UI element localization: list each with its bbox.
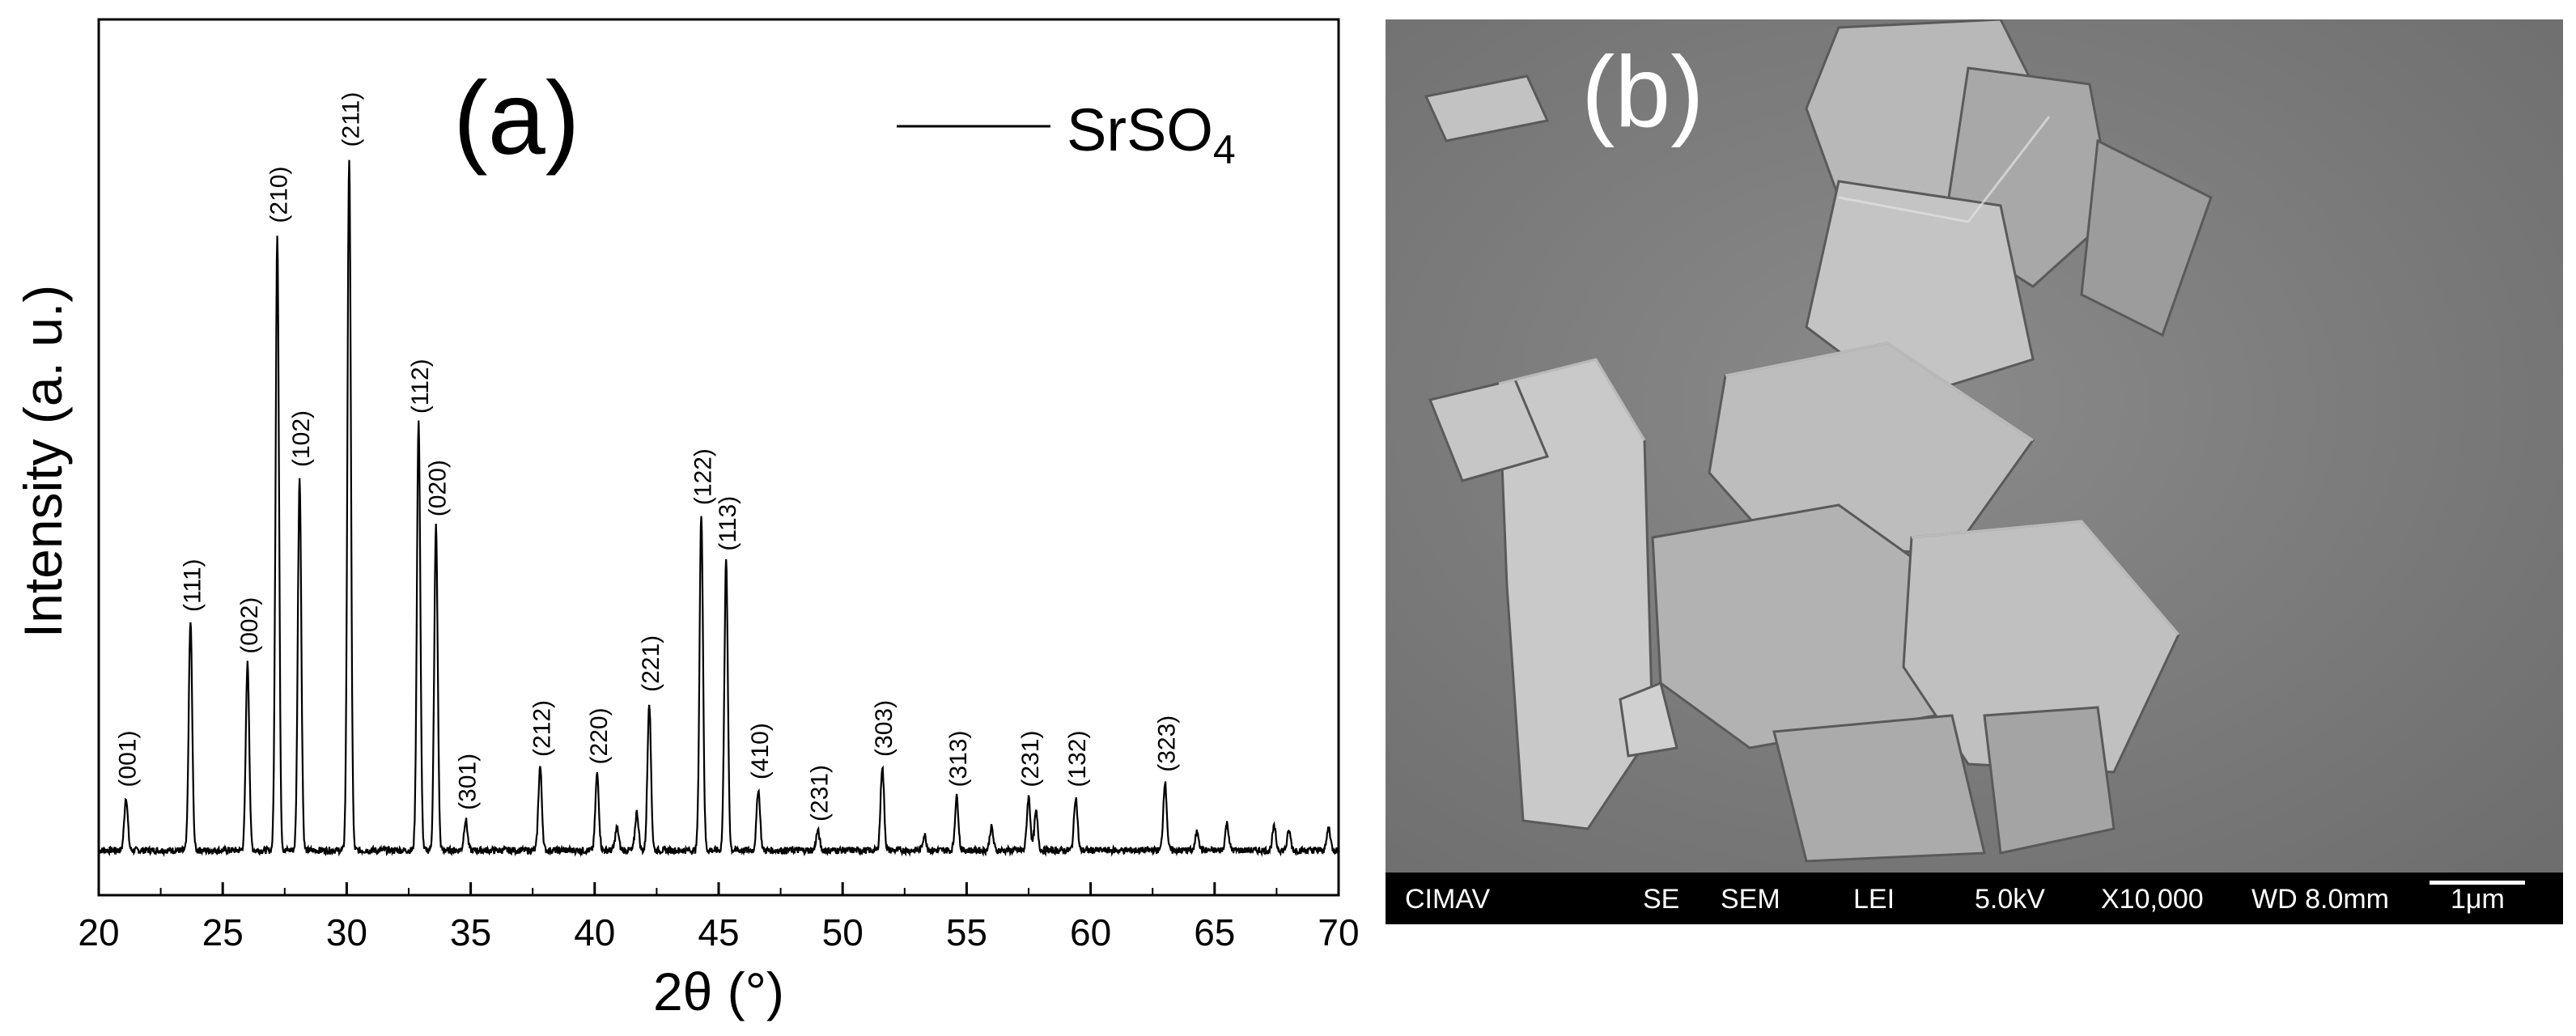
miller-index-label: (410) [747, 723, 774, 779]
crystal-bottom-mid [1772, 714, 1986, 863]
legend-label: SrSO4 [1067, 96, 1236, 172]
miller-index-label: (113) [715, 496, 741, 551]
miller-index-label: (221) [638, 635, 664, 692]
sem-mode: SEM [1721, 884, 1780, 915]
x-tick-label: 70 [1318, 911, 1359, 953]
x-tick-label: 65 [1194, 911, 1235, 953]
miller-index-label: (001) [115, 731, 142, 788]
x-tick-label: 30 [326, 911, 367, 953]
miller-index-label: (212) [528, 700, 555, 757]
x-ticks: 20 25 30 35 40 45 50 55 60 65 70 [78, 882, 1360, 953]
miller-index-label: (313) [945, 731, 972, 788]
legend-label-subscript: 4 [1213, 127, 1236, 172]
sem-voltage: 5.0kV [1975, 884, 2045, 915]
crystal-highlights [1498, 116, 2180, 635]
highlight-edge-4 [1911, 520, 2180, 635]
miller-index-label: (231) [1017, 731, 1044, 788]
data-point-peak-5 [348, 155, 351, 158]
sem-micrograph-panel: (b) CIMAV SE SEM LEI 5.0kV X10,000 WD 8.… [1386, 19, 2563, 924]
x-tick-label: 55 [946, 911, 987, 953]
crystal-right-edge [2080, 138, 2213, 338]
panel-label-b: (b) [1581, 36, 1704, 148]
panel-label-a: (a) [453, 61, 579, 176]
crystal-upper-mid [1805, 180, 2035, 401]
sem-micrograph-image [1386, 19, 2563, 873]
x-tick-label: 25 [202, 911, 244, 953]
x-tick-label: 45 [698, 911, 739, 953]
miller-index-label: (323) [1154, 715, 1181, 772]
highlight-edge-1 [1838, 116, 2051, 223]
sem-magnification: X10,000 [2101, 884, 2204, 915]
sem-lens: LEI [1853, 884, 1895, 915]
y-axis-label: Intensity (a. u.) [13, 285, 73, 639]
miller-index-label: (210) [266, 167, 293, 223]
x-tick-label: 40 [574, 911, 615, 953]
series-line-srso4 [98, 159, 1340, 858]
miller-index-label: (111) [179, 558, 206, 612]
crystal-bottom-right [1983, 706, 2116, 855]
scale-bar-label: 1μm [2451, 884, 2505, 915]
miller-index-label: (301) [455, 754, 482, 810]
miller-index-label: (211) [337, 92, 364, 147]
data-point-peak-13 [647, 700, 651, 703]
crystal-small-left [1428, 378, 1550, 482]
crystal-small-top-left [1424, 74, 1550, 142]
miller-index-label: (112) [407, 359, 434, 414]
sem-working-distance: WD 8.0mm [2251, 884, 2389, 915]
crystal-cluster [1424, 19, 2213, 863]
x-tick-label: 20 [78, 911, 119, 953]
miller-index-label: (303) [871, 700, 898, 757]
miller-index-label: (002) [236, 597, 263, 654]
miller-index-label: (220) [586, 707, 613, 764]
peak-layer [125, 155, 1330, 836]
highlight-edge-3 [1725, 342, 2034, 442]
data-point-peak-3 [276, 231, 279, 235]
x-tick-label: 50 [822, 911, 864, 953]
sem-institution: CIMAV [1405, 884, 1491, 915]
sem-detector: SE [1643, 884, 1680, 915]
scale-bar [2430, 881, 2525, 885]
legend-label-base: SrSO [1067, 96, 1213, 163]
miller-index-label: (122) [690, 448, 717, 505]
miller-index-labels: (001) (111) (002) (210) (102) (211) (112) (020)… [115, 92, 1181, 822]
xrd-chart: 20 25 30 35 40 45 50 55 60 65 70 (001) (111) (002) (2… [13, 18, 1360, 1021]
miller-index-label: (231) [807, 765, 834, 822]
miller-index-label: (132) [1064, 731, 1091, 788]
crystal-debris [1619, 681, 1678, 758]
x-axis-label: 2θ (°) [653, 962, 784, 1021]
highlight-edge-2 [1498, 358, 1646, 441]
x-tick-label: 35 [450, 911, 491, 953]
sem-info-bar: CIMAV SE SEM LEI 5.0kV X10,000 WD 8.0mm … [1386, 873, 2563, 924]
data-point-peak-4 [298, 475, 301, 478]
miller-index-label: (020) [425, 460, 452, 516]
x-tick-label: 60 [1070, 911, 1111, 953]
data-point-peak-14 [700, 513, 703, 516]
miller-index-label: (102) [288, 410, 315, 467]
xrd-chart-panel: 20 25 30 35 40 45 50 55 60 65 70 (001) (111) (002) (2… [13, 18, 1360, 1021]
